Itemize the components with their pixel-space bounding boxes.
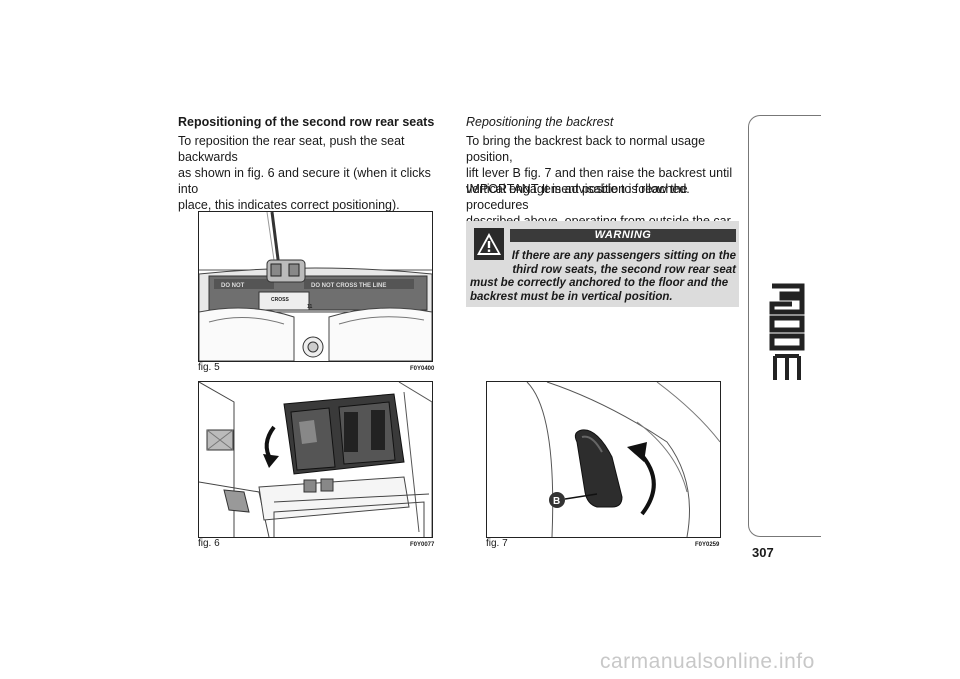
text-line: as shown in fig. 6 and secure it (when i… <box>178 166 431 196</box>
callout-b: B <box>553 496 560 507</box>
figure-6-code: F0Y0077 <box>410 542 435 548</box>
text-line: To reposition the rear seat, push the se… <box>178 134 405 164</box>
page-number: 307 <box>752 545 774 560</box>
marker-label: 11 <box>307 304 313 310</box>
figure-6-image <box>198 381 433 538</box>
figure-7-code: F0Y0259 <box>695 542 720 548</box>
sticker-left: DO NOT <box>221 283 245 289</box>
model-logo <box>757 276 817 386</box>
side-tab <box>748 115 821 537</box>
text-line: backrest must be in vertical position. <box>470 290 673 303</box>
text-line: place, this indicates correct positionin… <box>178 198 400 212</box>
text-line: must be correctly anchored to the floor … <box>470 277 729 289</box>
figure-5-label: fig. 5 <box>198 362 220 373</box>
section-heading: Repositioning of the second row rear sea… <box>178 115 435 129</box>
text-line: vertical engagement position is reached. <box>466 182 690 196</box>
figure-5-code: F0Y0400 <box>410 366 435 372</box>
warning-icon <box>474 228 504 260</box>
text-line: IMPORTANT It is advisable to follow the … <box>466 182 688 212</box>
backrest-paragraph: To bring the backrest back to normal usa… <box>466 133 741 197</box>
figure-7-image: B <box>486 381 721 538</box>
watermark: carmanualsonline.info <box>600 650 815 673</box>
sticker-right: DO NOT CROSS THE LINE <box>311 283 386 289</box>
reposition-paragraph: To reposition the rear seat, push the se… <box>178 133 450 213</box>
warning-text-full: must be correctly anchored to the floor … <box>470 277 736 304</box>
sticker-left-2: CROSS <box>271 297 289 303</box>
text-line: lift lever B fig. 7 and then raise the b… <box>466 166 733 180</box>
figure-7-label: fig. 7 <box>486 538 508 549</box>
warning-title: WARNING <box>510 229 736 242</box>
figure-6-label: fig. 6 <box>198 538 220 549</box>
text-line: To bring the backrest back to normal usa… <box>466 134 706 164</box>
text-line: third row seats, the second row rear sea… <box>512 263 736 276</box>
text-line: If there are any passengers sitting on t… <box>511 250 736 262</box>
warning-text-indented: If there are any passengers sitting on t… <box>510 250 736 277</box>
figure-5-image: DO NOT CROSS DO NOT CROSS THE LINE 11 <box>198 211 433 362</box>
backrest-subheading: Repositioning the backrest <box>466 115 614 129</box>
